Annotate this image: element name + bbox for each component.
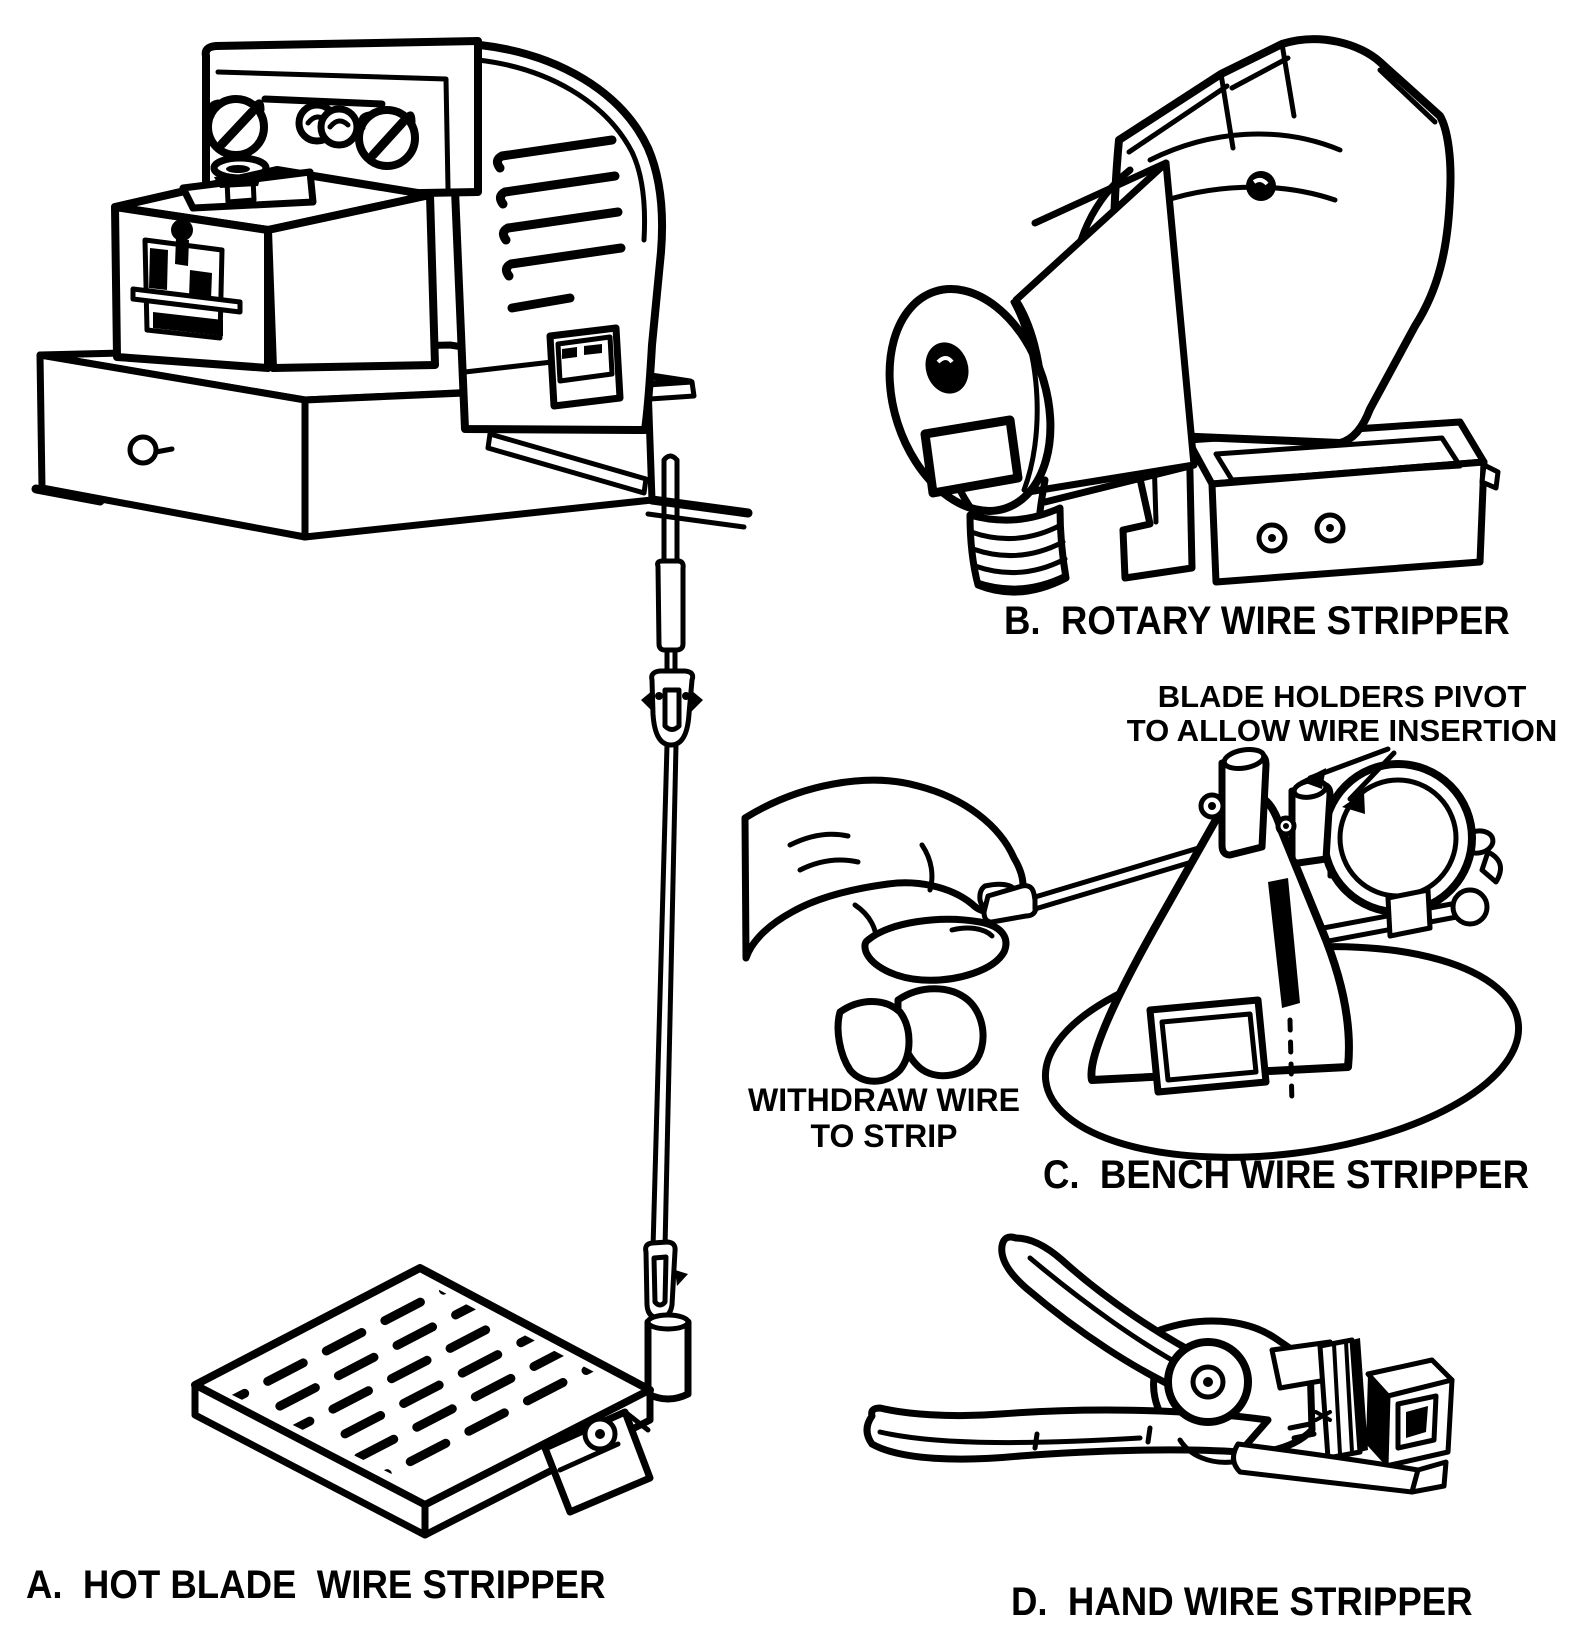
blade-holders-callout-line1: BLADE HOLDERS PIVOT <box>1157 679 1527 714</box>
control-panel <box>201 37 482 201</box>
device-body <box>1087 792 1353 1108</box>
withdraw-wire-callout-line1: WITHDRAW WIRE <box>748 1082 1020 1118</box>
adjust-knobs <box>295 101 361 149</box>
machine-cover <box>450 41 667 434</box>
figure-a-caption: A. HOT BLADE WIRE STRIPPER <box>26 1563 606 1607</box>
hand-wire-stripper-illustration <box>863 1233 1455 1495</box>
pivot <box>1164 1338 1252 1426</box>
lower-clevis-joint <box>643 1239 688 1321</box>
curled-finger <box>834 998 913 1085</box>
figure-c-caption: C. BENCH WIRE STRIPPER <box>1043 1153 1530 1197</box>
linkage-rod <box>641 453 703 1403</box>
vent-louvers <box>492 135 626 313</box>
power-knob <box>355 106 419 170</box>
rotary-wire-stripper-illustration <box>885 35 1501 596</box>
motor-body <box>1070 35 1455 447</box>
callout-arrows <box>1300 746 1397 814</box>
blade-clamp-mechanism <box>130 219 243 341</box>
bench-wire-stripper-illustration <box>741 746 1523 1161</box>
lower-handle <box>863 1404 1272 1463</box>
figure-b-caption: B. ROTARY WIRE STRIPPER <box>1004 599 1510 643</box>
thumb <box>861 915 1010 984</box>
blade-holders-callout-line2: TO ALLOW WIRE INSERTION <box>1126 713 1558 748</box>
hot-blade-wire-stripper-illustration <box>31 37 753 1539</box>
figure-d-caption: D. HAND WIRE STRIPPER <box>1011 1580 1473 1624</box>
blade-holders <box>1198 746 1334 867</box>
ribbed-hose <box>956 476 1070 596</box>
pedal-hinge <box>541 1408 654 1516</box>
snout-cylinder <box>885 159 1198 515</box>
jaw-assembly <box>1177 1337 1455 1495</box>
hand <box>741 776 1027 1085</box>
temperature-knob <box>204 95 268 159</box>
withdraw-wire-callout-line2: TO STRIP <box>810 1118 958 1154</box>
switch-plate <box>462 324 624 410</box>
foot-pedal <box>191 1264 654 1539</box>
stripper-head <box>111 166 439 372</box>
adjustment-wheel <box>1315 760 1503 946</box>
upper-clevis-joint <box>641 668 703 748</box>
